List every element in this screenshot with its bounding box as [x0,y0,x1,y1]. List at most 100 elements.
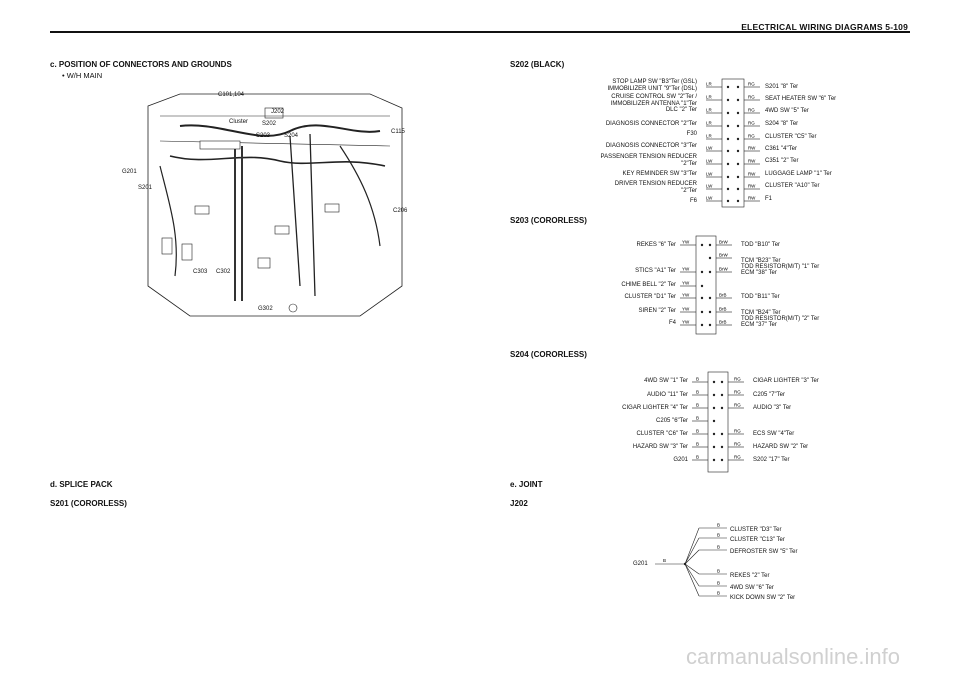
section-d-title: d. SPLICE PACK [50,480,113,489]
s203-left-label: CHIME BELL "2" Ter [621,282,676,288]
s202-right-wire-code: RW [748,159,756,164]
s204-right-wire-code: RG [734,403,741,408]
s203-left-wire-code: YW [682,240,690,245]
s201-title: S201 (CORORLESS) [50,499,127,508]
s204-right-label: S202 "17" Ter [753,457,790,463]
s203-right-label: TCM "B23" Ter [741,258,781,264]
s202-left-wire-code: LR [706,82,713,87]
s204-left-label: AUDIO "11" Ter [646,392,688,398]
s204-right-wire-code: RG [734,455,741,460]
s204-left-wire-code: B [696,403,699,408]
s203-left-wire-code: YW [682,293,690,298]
j202-right-wire-code: B [717,545,720,550]
s204-right-wire-code: RG [734,377,741,382]
s204-left-label: C205 "6"Ter [656,418,688,424]
s204-left-wire-code: B [696,442,699,447]
s204-title: S204 (CORORLESS) [510,350,587,359]
callout-c302: C302 [216,269,231,275]
j202-right-wire-code: B [717,591,720,596]
section-c-title: c. POSITION OF CONNECTORS AND GROUNDS [50,60,232,69]
s204-left-wire-code: B [696,416,699,421]
s202-right-label: CLUSTER "A10" Ter [765,183,820,189]
j202-right-label: REKES "2" Ter [730,573,770,579]
s204-right-label: CIGAR LIGHTER "3" Ter [753,378,819,384]
s203-right-label: TOD "B11" Ter [741,294,780,300]
s203-left-label: F4 [668,320,676,326]
callout-s204: S204 [284,133,299,139]
j202-right-wire-code: B [717,569,720,574]
s203-left-label: CLUSTER "D1" Ter [624,294,677,300]
s202-right-wire-code: RG [748,134,755,139]
callout-s202: S202 [262,121,277,127]
s204-left-label: G201 [673,457,688,463]
callout-g201: G201 [122,169,137,175]
s202-title: S202 (BLACK) [510,60,565,69]
j202-right-wire-code: B [717,581,720,586]
j202-right-label: CLUSTER "C13" Ter [730,537,785,543]
s202-left-wire-code: LW [706,196,713,201]
s202-right-wire-code: RG [748,82,755,87]
s204-left-wire-code: B [696,390,699,395]
s203-right-wire-code: BrW [719,253,729,258]
s202-right-label: S204 "8" Ter [765,121,799,127]
j202-title: J202 [510,499,528,508]
s203-right-wire-code: BrB [719,307,727,312]
s202-left-label: STOP LAMP SW "B3"Ter (GSL) IMMOBILIZER U… [607,79,698,92]
s202-right-label: SEAT HEATER SW "6" Ter [765,96,837,102]
j202-right-wire-code: B [717,533,720,538]
callout-s201: S201 [138,185,153,191]
s202-right-wire-code: RG [748,108,755,113]
s202-right-label: 4WD SW "5" Ter [765,108,809,114]
s204-left-label: CIGAR LIGHTER "4" Ter [622,405,688,411]
s202-right-wire-code: RG [748,121,755,126]
s204-right-wire-code: RG [734,429,741,434]
section-e-title: e. JOINT [510,480,543,489]
j202-right-label: KICK DOWN SW "2" Ter [730,595,796,601]
j202-right-label: DEFROSTER SW "5" Ter [730,549,798,555]
s204-right-label: HAZARD SW "2" Ter [753,444,809,450]
s203-right-label: TOD RESISTOR(M/T) "1" Ter [741,264,820,270]
s204-left-wire-code: B [696,429,699,434]
callout-c115: C115 [391,129,405,135]
s202-right-label: C361 "4"Ter [765,146,797,152]
s203-right-wire-code: BrW [719,240,729,245]
s204-right-label: ECS SW "4"Ter [753,431,795,437]
s203-left-wire-code: YW [682,267,690,272]
j202-left-wire-code: B [663,558,666,563]
s202-right-wire-code: RW [748,146,756,151]
s204-left-wire-code: B [696,377,699,382]
s203-right-wire-code: BrB [719,293,727,298]
callout-c206: C206 [393,208,408,214]
s202-left-wire-code: LW [706,159,713,164]
s203-right-wire-code: BrB [719,320,727,325]
s203-left-wire-code: YW [682,307,690,312]
s203-right-wire-code: BrW [719,267,729,272]
s202-left-label: KEY REMINDER SW "3"Ter [622,171,698,177]
s202-left-wire-code: LW [706,172,713,177]
s202-right-wire-code: RW [748,196,756,201]
callout-cluster: Cluster [229,119,249,125]
s204-right-label: AUDIO "3" Ter [753,405,792,411]
s202-right-label: F1 [765,196,773,202]
s202-left-wire-code: LR [706,134,713,139]
j202-right-label: 4WD SW "6" Ter [730,585,774,591]
callout-c101: C101,104 [218,92,245,98]
callout-s203: S203 [256,133,271,139]
s202-left-wire-code: LR [706,95,713,100]
s202-left-label: F6 [689,198,697,204]
s202-left-wire-code: LR [706,121,713,126]
page-header: ELECTRICAL WIRING DIAGRAMS 5-109 [741,22,908,32]
s204-left-wire-code: B [696,455,699,460]
header-rule [50,31,910,33]
harness-illustration [147,93,403,317]
s203-left-label: REKES "6" Ter [636,242,677,248]
s203-right-label: TOD RESISTOR(M/T) "2" Ter [741,316,820,322]
s202-right-label: LUGGAGE LAMP "1" Ter [765,171,832,177]
s203-left-wire-code: YW [682,281,690,286]
s202-left-label: DLC "2" Ter [665,107,697,113]
s202-right-wire-code: RW [748,184,756,189]
s202-right-label: CLUSTER "C5" Ter [765,134,817,140]
